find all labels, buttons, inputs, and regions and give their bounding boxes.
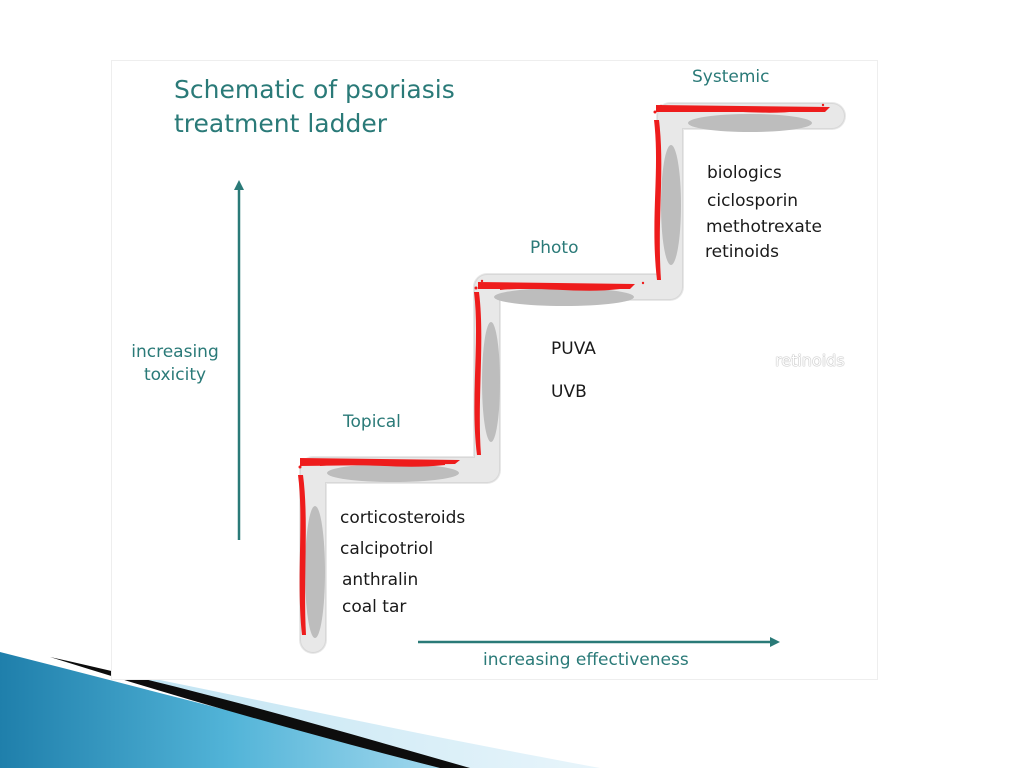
drug-item: ciclosporin (707, 191, 799, 211)
tier-label-topical: Topical (343, 412, 401, 432)
drug-item: calcipotriol (340, 539, 434, 559)
drug-item: coal tar (342, 597, 407, 617)
diagram-title: Schematic of psoriasis treatment ladder (174, 73, 455, 141)
y-axis-label-line-2: toxicity (143, 365, 207, 385)
x-axis-label: increasing effectiveness (483, 650, 689, 670)
drug-item: retinoids (705, 242, 780, 262)
y-axis-label-line-1: increasing (131, 342, 219, 362)
title-line-1: Schematic of psoriasis (174, 75, 455, 104)
tier-label-photo: Photo (530, 238, 579, 258)
tier-label-systemic: Systemic (692, 67, 770, 87)
drug-item: biologics (707, 163, 782, 183)
ghost-retinoids-label: retinoids (775, 351, 845, 370)
drug-item: anthralin (342, 570, 419, 590)
drug-item: corticosteroids (340, 508, 466, 528)
title-line-2: treatment ladder (174, 109, 388, 138)
drug-item: methotrexate (706, 217, 822, 237)
drug-item: PUVA (551, 339, 596, 359)
drug-item: UVB (551, 382, 587, 402)
red-highlight-strokes (298, 103, 830, 635)
y-axis-label: increasing toxicity (115, 341, 235, 387)
